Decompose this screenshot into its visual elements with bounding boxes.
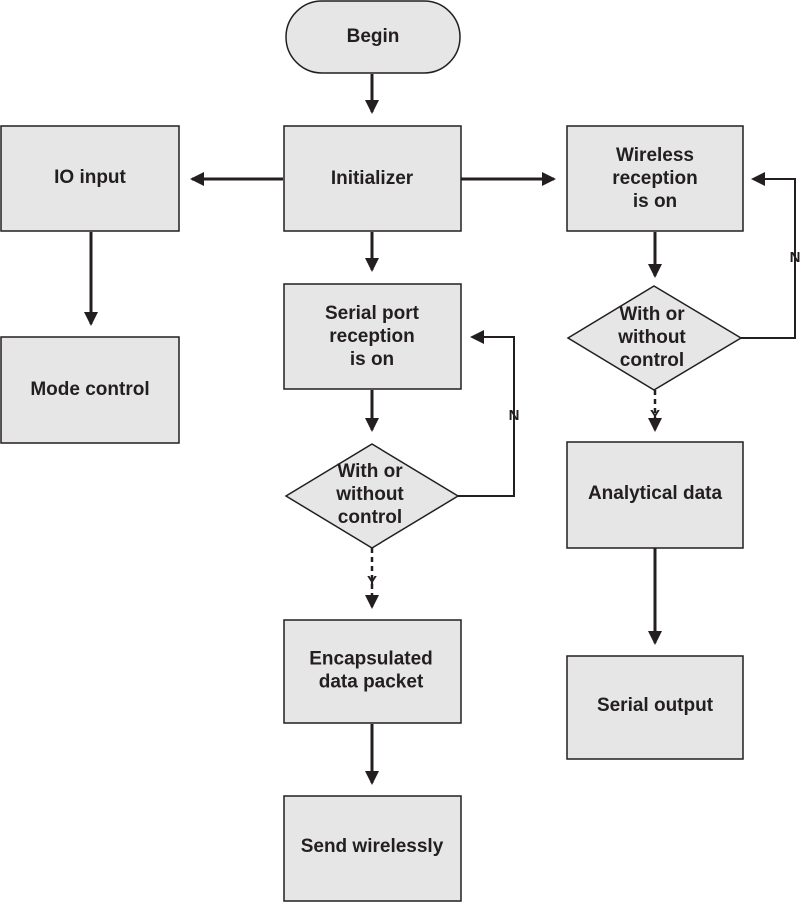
label-line: IO input: [54, 167, 126, 188]
label-line: control: [338, 507, 402, 528]
label-line: Serial output: [597, 695, 714, 716]
label-line: With or: [619, 304, 685, 325]
label-line: Analytical data: [588, 483, 723, 504]
wireless-yes-label: Y: [650, 407, 660, 424]
mode-control-label: Mode control: [30, 379, 149, 400]
serial-yes-label: Y: [367, 573, 377, 590]
label-line: Mode control: [30, 379, 149, 400]
serial-output-node: Serial output: [566, 655, 744, 760]
label-line: without: [335, 484, 404, 505]
edge-serial-decision-no: [458, 330, 515, 497]
label-line: Serial port: [325, 303, 420, 324]
label-line: Wireless: [616, 145, 694, 166]
serial-no-label: N: [509, 407, 520, 424]
begin-label: Begin: [347, 26, 400, 47]
edge-wireless-decision-no: [741, 172, 796, 339]
label-line: With or: [337, 461, 403, 482]
mode-control-node: Mode control: [0, 336, 180, 444]
send-wirelessly-node: Send wirelessly: [283, 795, 462, 902]
label-line: Initializer: [331, 168, 414, 189]
begin-node: Begin: [285, 0, 461, 74]
edges: [84, 74, 796, 785]
label-line: without: [617, 327, 686, 348]
label-line: is on: [350, 349, 394, 370]
initializer-node: Initializer: [283, 125, 462, 232]
serial-output-label: Serial output: [597, 695, 714, 716]
label-line: Begin: [347, 26, 400, 47]
label-line: control: [620, 350, 684, 371]
label-line: is on: [633, 191, 677, 212]
send-wirelessly-label: Send wirelessly: [301, 836, 444, 857]
analytical-label: Analytical data: [588, 483, 723, 504]
label-line: reception: [612, 168, 698, 189]
analytical-node: Analytical data: [566, 441, 744, 549]
label-line: Encapsulated: [309, 649, 433, 670]
io-input-node: IO input: [0, 125, 180, 232]
initializer-label: Initializer: [331, 168, 414, 189]
label-line: Send wirelessly: [301, 836, 444, 857]
io-input-label: IO input: [54, 167, 126, 188]
label-line: data packet: [319, 672, 424, 693]
label-line: reception: [329, 326, 415, 347]
wireless-no-label: N: [790, 249, 800, 266]
